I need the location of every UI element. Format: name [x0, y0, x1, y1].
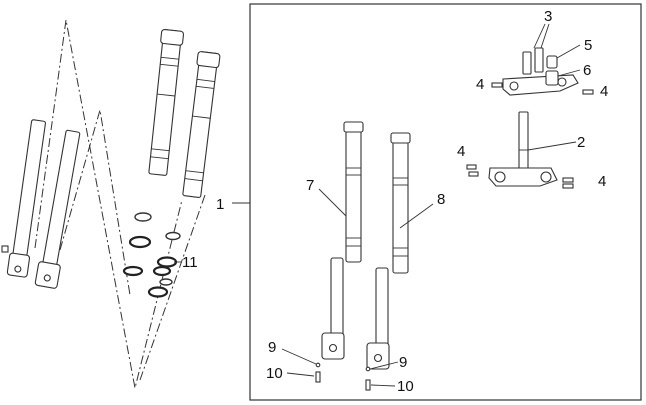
bolt-left [315, 371, 321, 383]
ring-1 [134, 212, 152, 222]
seal-rings [122, 212, 181, 298]
callout-right-fork-leg: 8 [437, 191, 445, 208]
callout-frame: 1 [216, 196, 224, 213]
washer-right [365, 366, 371, 372]
ring-7 [159, 278, 173, 286]
ring-8 [147, 286, 169, 298]
ring-6 [152, 265, 172, 277]
bolt-top-left [491, 82, 503, 88]
steering-stem [488, 111, 558, 187]
callout-bolt-lower-left: 4 [457, 143, 465, 160]
guide-line-right [139, 194, 206, 381]
callout-seal-kit: 11 [182, 254, 198, 271]
callout-washer-right: 9 [399, 354, 407, 371]
callout-bolt-top-right: 4 [600, 83, 608, 100]
bolt-lower-left [466, 164, 479, 177]
ring-5 [122, 265, 144, 277]
ring-2 [165, 231, 181, 241]
callout-handlebar-clamp: 3 [544, 8, 552, 25]
small-bolt-left [1, 245, 9, 253]
callout-bolt-right: 10 [397, 378, 414, 395]
ring-4 [156, 256, 178, 268]
bolt-right [365, 379, 371, 391]
fork-leg-right [366, 132, 411, 370]
lower-fork-leg-b [34, 129, 81, 289]
callout-washer-left: 9 [268, 339, 276, 356]
fork-leg-left [321, 121, 364, 360]
upper-triple-clamp [502, 47, 579, 96]
callout-stem-tube: 2 [577, 134, 585, 151]
callout-left-fork-leg: 7 [306, 177, 314, 194]
ring-3 [128, 235, 152, 249]
bolt-lower-right [562, 177, 574, 189]
left-exploded-view: 11 [1, 19, 221, 389]
assembly-frame [249, 3, 642, 401]
washer-left [315, 362, 321, 368]
callout-cap-left: 6 [583, 62, 591, 79]
callout-bolt-left: 10 [266, 365, 283, 382]
lower-fork-leg-a [6, 119, 46, 278]
bolt-top-right [582, 89, 594, 95]
upper-fork-tube-right [182, 51, 221, 198]
callout-bolt-top-left: 4 [476, 76, 484, 93]
callout-bolt-lower-right: 4 [598, 173, 606, 190]
callout-cap-right: 5 [584, 37, 592, 54]
upper-fork-tube-left [148, 29, 185, 176]
